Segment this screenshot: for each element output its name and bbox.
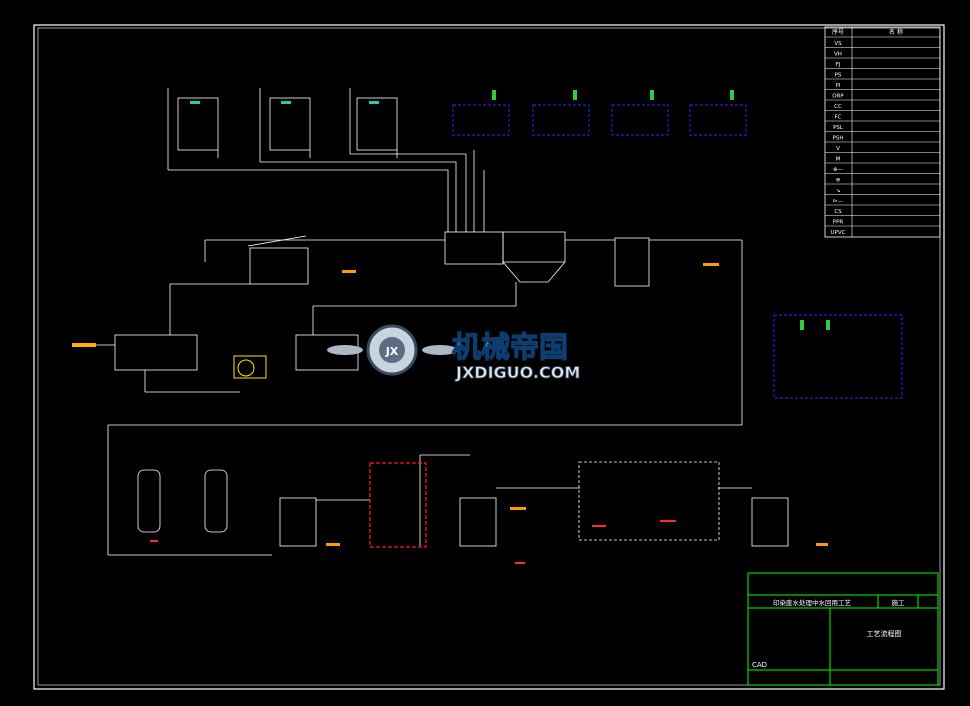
legend-code: PS [835, 73, 842, 79]
outer-border [33, 24, 945, 690]
legend-code: ⊗— [833, 167, 844, 173]
legend-code: ⊕ [836, 178, 841, 184]
title-block-drawing-name: 工艺流程图 [867, 629, 902, 638]
legend-code: PPR [833, 220, 844, 226]
legend-table: 序号 名 称 VS VH FJ PS PI ORP CC FC PSL PSH VM ⊗— ⊕ ↘ ⊳— CS… [824, 26, 941, 238]
legend-code: M [836, 157, 841, 163]
chemical-tanks [167, 88, 485, 232]
final-tank [751, 497, 789, 547]
chemical-tank-2 [269, 97, 311, 151]
membrane-unit [369, 462, 427, 548]
title-block-stage: 施工 [892, 598, 906, 607]
callout-1 [452, 104, 510, 136]
settling-tank [502, 231, 566, 283]
callout-2 [532, 104, 590, 136]
chemical-tank-3 [356, 97, 398, 151]
regulating-tanks [78, 334, 359, 393]
legend-code: CC [834, 104, 842, 110]
legend-code: ↘ [836, 188, 841, 194]
legend-header-name: 名 称 [889, 28, 903, 36]
watermark-logo-text: JX [385, 345, 399, 358]
advanced-treatment-units [108, 454, 789, 556]
middle-tank [614, 237, 650, 287]
callout-dosing-detail [773, 314, 903, 399]
ro-unit [578, 461, 720, 541]
callout-4 [689, 104, 747, 136]
legend-code: PSH [833, 136, 844, 142]
sand-filter-1 [137, 469, 161, 533]
regulating-tank [114, 334, 198, 371]
legend-code: PSL [833, 125, 844, 131]
legend-code: FJ [836, 62, 841, 68]
watermark-brand-cn: 机械帝国 [452, 330, 568, 364]
legend-code: VS [834, 41, 842, 47]
watermark-brand-en: JXDIGUO.COM [455, 363, 580, 382]
watermark: JX 机械帝国 JXDIGUO.COM [327, 324, 581, 382]
legend-code: PI [836, 83, 841, 89]
treatment-units [107, 231, 743, 555]
legend-code: V [836, 146, 840, 152]
title-block [747, 572, 939, 686]
legend-code: CS [834, 209, 842, 215]
callout-3 [611, 104, 669, 136]
legend-code: UPVC [831, 230, 846, 236]
clean-tank [279, 497, 317, 547]
inner-border [37, 27, 941, 686]
pump-station [233, 355, 267, 379]
legend-header-no: 序号 [832, 28, 844, 36]
legend-code: FC [834, 115, 841, 121]
legend-code: VH [834, 52, 842, 58]
legend-code: ORP [832, 94, 844, 100]
filter-unit [249, 247, 309, 285]
legend-code: ⊳— [833, 199, 844, 205]
chemical-tank-1 [177, 97, 219, 151]
title-block-cad-label: CAD [752, 661, 767, 669]
product-tank [459, 497, 497, 547]
reaction-tank [444, 231, 504, 265]
title-block-project: 印染废水处理中水回用工艺 [773, 598, 852, 607]
instrument-callouts [452, 104, 903, 399]
sand-filter-2 [204, 469, 228, 533]
